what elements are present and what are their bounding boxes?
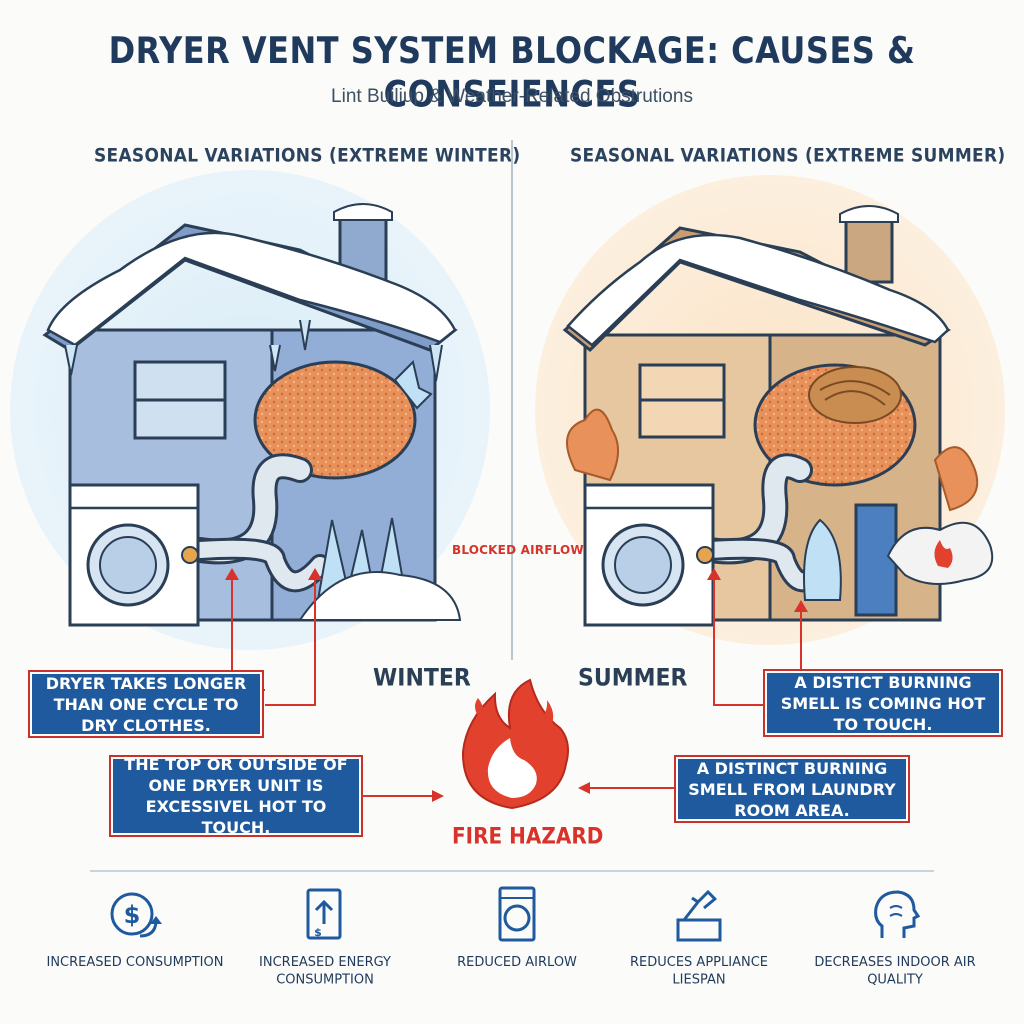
callout-burning-smell-hot: A DISTICT BURNING SMELL IS COMING HOT TO… [763,669,1003,737]
callout-burning-smell-laundry: A DISTINCT BURNING SMELL FROM LAUNDRY RO… [674,755,910,823]
fire-hazard-label: FIRE HAZARD [452,822,604,850]
panel-divider [511,140,513,660]
washing-machine-icon [498,886,536,942]
svg-text:$: $ [124,901,141,929]
impact-label: DECREASES INDOOR AIR QUALITY [814,954,976,988]
fire-arrows [361,782,676,802]
section-divider [90,870,934,872]
energy-bill-icon: $ [306,888,342,940]
winter-scene [10,170,490,706]
impact-label: INCREASED CONSUMPTION [46,954,224,971]
impact-indoor-air-quality: DECREASES INDOOR AIR QUALITY [800,886,990,988]
svg-text:$: $ [314,926,322,939]
impact-label: INCREASED ENERGY CONSUMPTION [259,954,391,988]
broken-appliance-icon [676,889,722,942]
blocked-airflow-label: BLOCKED AIRFLOW [452,543,584,557]
summer-scene [535,175,1005,706]
callout-dryer-takes-longer: DRYER TAKES LONGER THAN ONE CYCLE TO DRY… [28,670,264,738]
fire-hazard-icon [461,678,569,810]
summer-heading: SEASONAL VARIATIONS (EXTREME SUMMER) [570,145,1006,167]
page-subtitle: Lint Builiup & Weather-Related Obstrutio… [331,86,693,107]
person-breathing-icon [874,890,921,938]
winter-label: WINTER [373,664,471,693]
callout-dryer-unit-hot: THE TOP OR OUTSIDE OF ONE DRYER UNIT IS … [109,755,363,837]
summer-label: SUMMER [578,664,688,693]
dollar-arrow-icon: $ [110,892,162,938]
impact-label: REDUCED AIRLOW [457,954,577,971]
impact-reduced-airflow: REDUCED AIRLOW [422,886,612,971]
impact-label: REDUCES APPLIANCE LIESPAN [629,954,768,988]
impact-reduced-lifespan: REDUCES APPLIANCE LIESPAN [604,886,794,988]
page-title: DRYER VENT SYSTEM BLOCKAGE: CAUSES & CON… [108,28,916,116]
impact-increased-consumption: $ INCREASED CONSUMPTION [40,886,230,971]
impact-increased-energy-consumption: $ INCREASED ENERGY CONSUMPTION [230,886,420,988]
winter-heading: SEASONAL VARIATIONS (EXTREME WINTER) [94,145,521,167]
